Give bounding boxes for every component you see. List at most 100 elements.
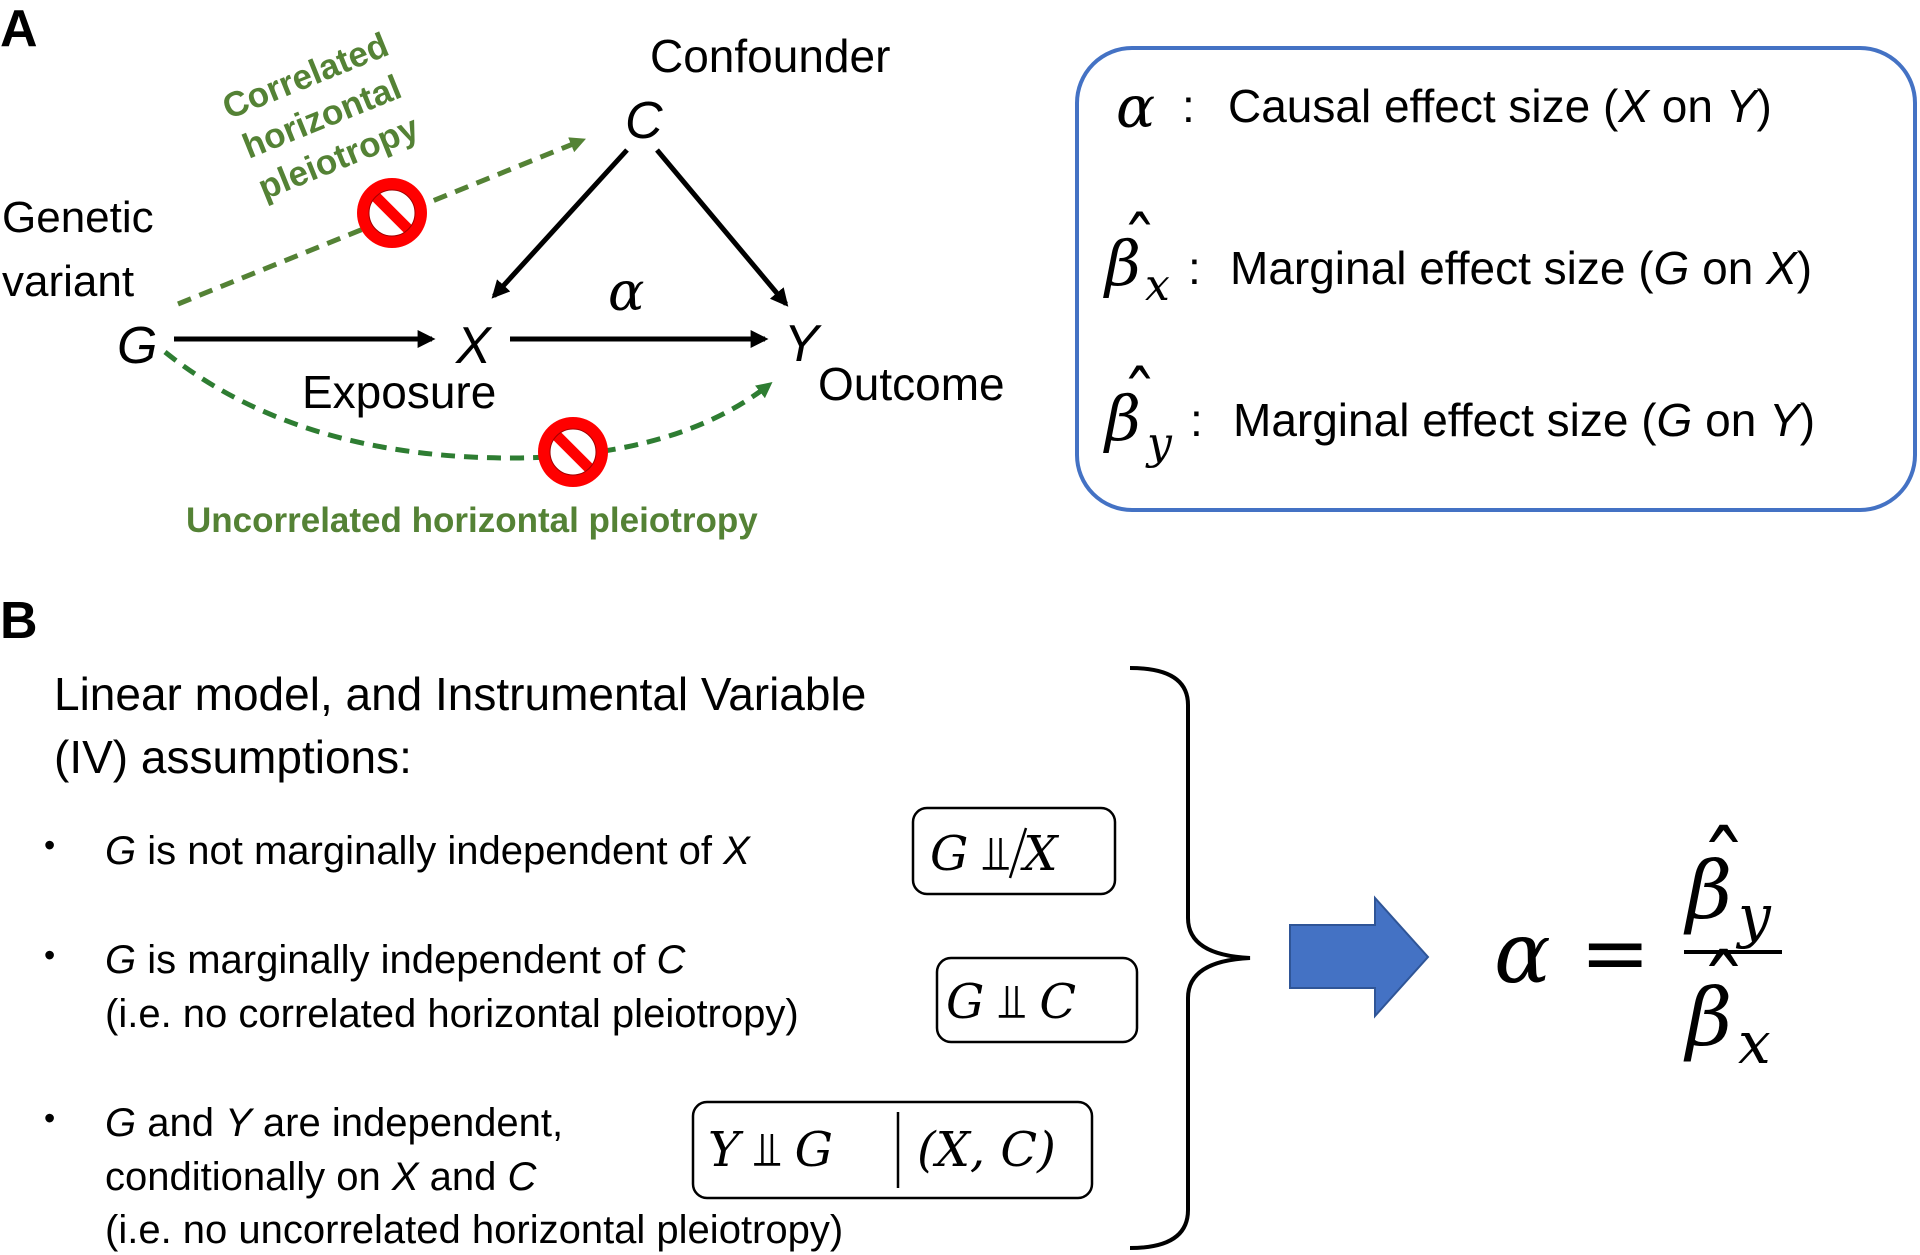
formula-box-1: [911, 806, 1117, 896]
legend-row-end: ): [1756, 80, 1771, 132]
uncorrelated-pleiotropy-arrow: [163, 350, 773, 461]
formula-3: Y⫫G: [708, 1122, 833, 1178]
prohibit-icon: [538, 417, 608, 487]
legend-beta-x-symbol: β: [1103, 227, 1141, 300]
legend-var: X: [1765, 242, 1799, 294]
legend-row-text: Causal effect size (: [1228, 80, 1619, 132]
assumption-var: Y: [225, 1101, 255, 1145]
legend-hat: ˆ: [1122, 357, 1157, 439]
legend-var: Y: [1769, 394, 1803, 446]
legend-row-marginal-y: Marginal effect size (G on Y): [1233, 394, 1815, 446]
formula-var: Y: [708, 1122, 744, 1178]
assumption-3-note: (i.e. no uncorrelated horizontal pleiotr…: [105, 1208, 843, 1252]
node-y: Y: [784, 315, 822, 373]
right-brace: [1129, 666, 1251, 1250]
legend-var: X: [1617, 80, 1651, 132]
formula-box-3: [691, 1100, 1094, 1200]
legend-colon: :: [1182, 80, 1195, 132]
result-numerator-hat: ˆ: [1700, 814, 1747, 923]
assumption-var: G: [105, 1101, 136, 1145]
legend-row-mid: on: [1649, 80, 1726, 132]
formula-box-2: [935, 956, 1139, 1044]
implies-arrow: [1289, 895, 1430, 1019]
assumption-2-note: (i.e. no correlated horizontal pleiotrop…: [105, 992, 799, 1036]
prohibit-icon: [357, 178, 427, 248]
result-denominator-beta: β: [1683, 971, 1732, 1064]
legend-box: [1075, 46, 1917, 512]
legend-row-text: Marginal effect size (: [1233, 394, 1657, 446]
formula-1: G⫫X: [930, 826, 1059, 882]
assumption-2-text: G is marginally independent of C: [105, 938, 686, 982]
independence-symbol: ⫫: [754, 1122, 781, 1178]
formula-var: G: [930, 826, 968, 882]
node-x: X: [455, 317, 493, 375]
legend-colon: :: [1190, 394, 1203, 446]
assumption-var: X: [391, 1155, 420, 1199]
assumption-text: is marginally independent of: [136, 938, 656, 982]
arrow-c-to-y: [655, 148, 789, 307]
legend-beta-y-symbol: β: [1103, 382, 1141, 455]
assumption-text: and: [136, 1101, 225, 1145]
result-denominator-hat: ˆ: [1700, 938, 1747, 1047]
arrow-c-to-x: [491, 148, 629, 299]
assumptions-heading-line2: (IV) assumptions:: [54, 731, 412, 783]
formula-var: G: [946, 974, 984, 1030]
assumption-var: G: [105, 829, 136, 873]
legend-row-marginal-x: Marginal effect size (G on X): [1230, 242, 1812, 294]
result-numerator-beta: β: [1683, 844, 1732, 937]
node-c: C: [625, 92, 663, 150]
formula-2: G⫫C: [946, 974, 1076, 1030]
legend-row-text: Marginal effect size (: [1230, 242, 1654, 294]
legend-var: Y: [1726, 80, 1760, 132]
panel-b-label: B: [0, 592, 38, 650]
genetic-variant-label-line1: Genetic: [2, 193, 154, 242]
bullet: •: [44, 937, 55, 973]
node-g: G: [117, 317, 157, 375]
exposure-label: Exposure: [302, 366, 496, 418]
legend-alpha-symbol: α: [1116, 73, 1155, 141]
assumption-var: G: [105, 938, 136, 982]
panel-a-label: A: [0, 0, 38, 58]
outcome-label: Outcome: [818, 358, 1005, 410]
legend-row-mid: on: [1689, 242, 1766, 294]
formula-var: C: [1039, 974, 1076, 1030]
legend-colon: :: [1188, 242, 1201, 294]
uncorrelated-pleiotropy-label: Uncorrelated horizontal pleiotropy: [186, 501, 758, 540]
confounder-label: Confounder: [650, 30, 890, 82]
not-slash: [1008, 827, 1028, 879]
legend-sub-y: y: [1145, 418, 1173, 469]
assumption-text: is not marginally independent of: [136, 829, 723, 873]
result-alpha: α: [1494, 904, 1551, 1002]
assumption-3-text: G and Y are independent,: [105, 1101, 563, 1145]
genetic-variant-label-line2: variant: [2, 257, 134, 306]
result-equals: =: [1580, 904, 1650, 1002]
legend-var: G: [1657, 394, 1693, 446]
formula-var: X: [1019, 826, 1059, 882]
independence-symbol: ⫫: [982, 826, 1009, 882]
assumption-var: C: [656, 938, 686, 982]
assumptions-heading-line1: Linear model, and Instrumental Variable: [54, 668, 866, 720]
legend-row-mid: on: [1692, 394, 1769, 446]
alpha-edge-label: α: [608, 260, 644, 323]
legend-sub-x: x: [1145, 260, 1170, 311]
legend-row-end: ): [1797, 242, 1812, 294]
result-numerator-sub: y: [1735, 882, 1772, 950]
legend-var: G: [1654, 242, 1690, 294]
assumption-var: X: [722, 829, 751, 873]
independence-symbol: ⫫: [998, 974, 1025, 1030]
assumption-1-text: G is not marginally independent of X: [105, 829, 751, 873]
assumption-text: conditionally on: [105, 1155, 392, 1199]
result-denominator-sub: x: [1738, 1009, 1771, 1077]
legend-row-causal: Causal effect size (X on Y): [1228, 80, 1772, 132]
legend-hat: ˆ: [1122, 203, 1157, 285]
formula-var: G: [795, 1122, 833, 1178]
formula-3-condition: (X, C): [917, 1122, 1056, 1178]
assumption-3-line2: conditionally on X and C: [105, 1155, 538, 1199]
bullet: •: [44, 1100, 55, 1136]
legend-row-end: ): [1800, 394, 1815, 446]
assumption-var: C: [508, 1155, 538, 1199]
assumption-text: are independent,: [252, 1101, 563, 1145]
assumption-text: and: [419, 1155, 508, 1199]
bullet: •: [44, 827, 55, 863]
